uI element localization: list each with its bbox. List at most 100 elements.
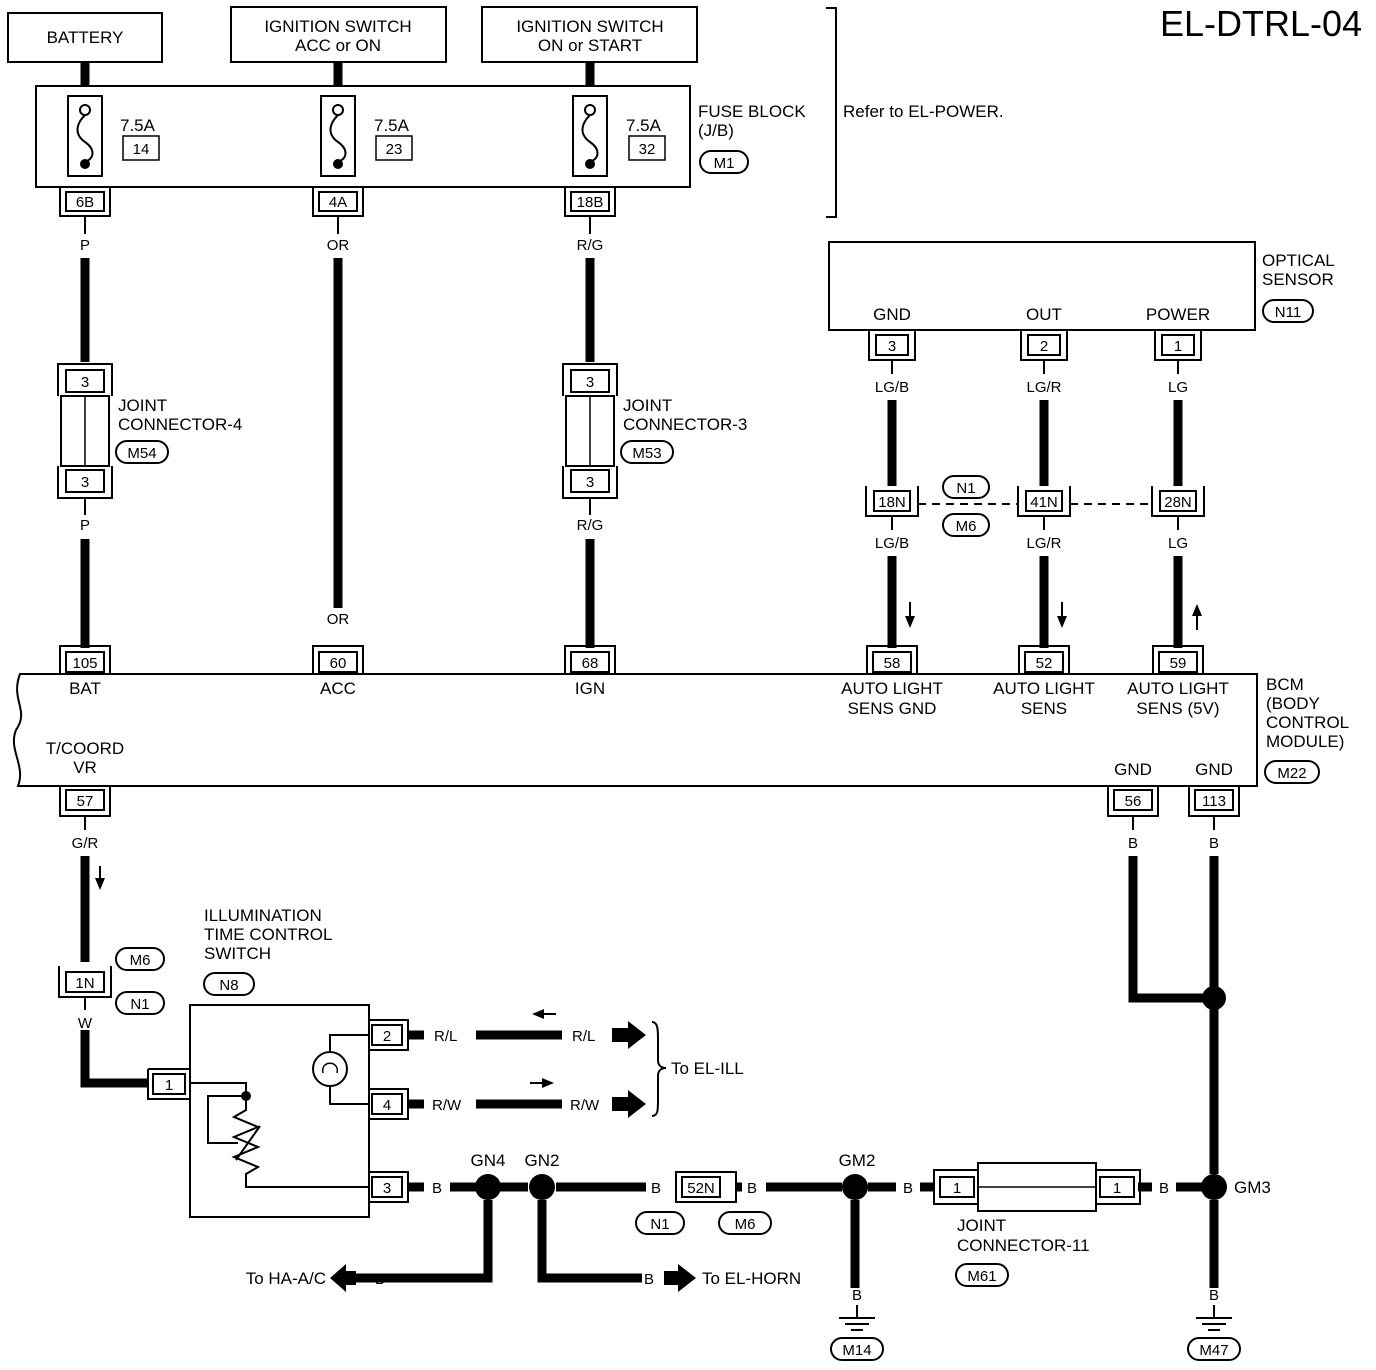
fuse-block: 7.5A 14 7.5A 23 7.5A 32 (35, 85, 691, 188)
power-wire-thin (84, 216, 591, 234)
wire-color-rg: R/G (577, 237, 604, 254)
bcm-56-label: GND (1114, 760, 1152, 779)
splice-gm2 (842, 1174, 868, 1200)
joint-connector-11: 1 1 (933, 1162, 1141, 1212)
inline-conn-41n: 41N (1017, 486, 1071, 517)
bcm-conn: M22 (1277, 765, 1306, 782)
inline-conn-18n: 18N (865, 486, 919, 517)
jc4-label-2: CONNECTOR-4 (118, 415, 242, 434)
svg-text:GND: GND (873, 305, 911, 324)
svg-text:105: 105 (72, 655, 97, 672)
svg-text:1N: 1N (75, 975, 94, 992)
ground-bus (356, 1182, 1202, 1288)
inline-left-conn-b: N1 (130, 996, 149, 1013)
svg-text:1: 1 (1113, 1180, 1121, 1197)
inline-lower-conn-a: N1 (650, 1216, 669, 1233)
fuse-32-number: 32 (639, 141, 656, 158)
jc11-label-2: CONNECTOR-11 (957, 1236, 1090, 1255)
signal-arrow-down-icon (905, 602, 915, 628)
to-ha-ac-arrow-icon (330, 1264, 356, 1292)
wire-b-m47: B (1209, 1287, 1219, 1304)
sensor-thin-leads (891, 360, 1179, 374)
sensor-pin-1: 1 (1154, 331, 1202, 361)
wire-r-w-2: R/W (570, 1097, 600, 1114)
inline-conn-28n: 28N (1151, 486, 1205, 517)
svg-text:3: 3 (81, 374, 89, 391)
optical-sensor-label-1: OPTICAL (1262, 251, 1335, 270)
joint-connector-3: 3 3 (562, 363, 618, 499)
jc3-conn: M53 (632, 445, 661, 462)
signal-arrow-up-icon (1192, 604, 1202, 630)
svg-text:57: 57 (77, 793, 94, 810)
bcm-58-label-1: AUTO LIGHT (841, 679, 943, 698)
svg-text:3: 3 (81, 474, 89, 491)
svg-text:1: 1 (1174, 338, 1182, 355)
svg-text:68: 68 (582, 655, 599, 672)
svg-text:3: 3 (586, 374, 594, 391)
to-el-horn: To EL-HORN (702, 1269, 801, 1288)
fuse-terminal-6b: 6B (59, 188, 111, 217)
signal-arrow-down-icon (1057, 602, 1067, 628)
svg-text:60: 60 (330, 655, 347, 672)
fuse-14-number: 14 (133, 141, 150, 158)
ignition-start-label-1: IGNITION SWITCH (516, 17, 663, 36)
svg-text:18N: 18N (878, 494, 906, 511)
optical-sensor-conn: N11 (1275, 304, 1301, 321)
wire-b-2: B (651, 1180, 661, 1197)
wire-r-l-1: R/L (434, 1028, 457, 1045)
svg-text:18B: 18B (577, 194, 604, 211)
ignition-acc-label-2: ACC or ON (295, 36, 381, 55)
svg-text:28N: 28N (1164, 494, 1192, 511)
inline-conn-1n: 1N (58, 966, 112, 998)
inline-upper-leads (891, 516, 1179, 530)
wire-b-el-horn: B (644, 1271, 654, 1288)
wire-lg-b-upper: LG/B (875, 379, 909, 396)
bcm-label-2: (BODY (1266, 694, 1320, 713)
inline-left-badge-n1 (115, 991, 165, 1015)
acc-wire-color: OR (327, 611, 350, 628)
ignition-acc-source: IGNITION SWITCH ACC or ON (230, 6, 447, 63)
inline-lower-badge-n1 (635, 1211, 685, 1235)
signal-arrow-left-icon (532, 1009, 556, 1019)
bcm-57-label-2: VR (73, 758, 97, 777)
splice-gm2-label: GM2 (839, 1151, 876, 1170)
illumination-switch: 1 2 4 3 (147, 1004, 409, 1218)
illum-pin-4: 4 (383, 1097, 391, 1114)
svg-text:3: 3 (586, 474, 594, 491)
wire-color-or: OR (327, 237, 350, 254)
svg-text:OUT: OUT (1026, 305, 1062, 324)
wire-b-1: B (432, 1180, 442, 1197)
bcm-terminal-56: 56 (1107, 786, 1159, 817)
bcm-terminal-58: 58 (866, 645, 918, 674)
fuse-23-rating: 7.5A (374, 116, 410, 135)
sensor-pin-2: 2 (1020, 331, 1068, 361)
battery-source: BATTERY (7, 12, 163, 63)
wire-lg-r-upper: LG/R (1026, 379, 1061, 396)
jc11-conn: M61 (967, 1268, 996, 1285)
wire-b-m14: B (852, 1287, 862, 1304)
ignition-acc-label-1: IGNITION SWITCH (264, 17, 411, 36)
bcm-body (12, 673, 1258, 787)
el-ill-arrow-icon (612, 1090, 646, 1118)
diagram-id: EL-DTRL-04 (1160, 3, 1362, 44)
splice-gm3-label: GM3 (1234, 1178, 1271, 1197)
bcm-terminal-113: 113 (1188, 786, 1240, 817)
splice-gn4 (475, 1174, 501, 1200)
svg-text:52N: 52N (687, 1180, 715, 1197)
fuse-block-refer: Refer to EL-POWER. (843, 102, 1004, 121)
splice-gm3 (1201, 1174, 1227, 1200)
wire-r-l-2: R/L (572, 1028, 595, 1045)
wire-b-ha-ac: B (375, 1271, 385, 1288)
tcoord-arrow-down-icon (95, 866, 105, 890)
ground-m47: M47 (1199, 1342, 1228, 1359)
jc3-label-2: CONNECTOR-3 (623, 415, 747, 434)
inline-conn-52n: 52N (675, 1171, 737, 1203)
illum-pin-2: 2 (383, 1028, 391, 1045)
fuse-block-conn-badge (699, 150, 749, 174)
inline-upper-conn-b: M6 (956, 518, 977, 535)
to-ha-ac: To HA-A/C (246, 1269, 326, 1288)
fuse-32-rating: 7.5A (626, 116, 662, 135)
illum-switch-conn-badge (203, 972, 255, 996)
bcm-terminal-52: 52 (1018, 645, 1070, 674)
